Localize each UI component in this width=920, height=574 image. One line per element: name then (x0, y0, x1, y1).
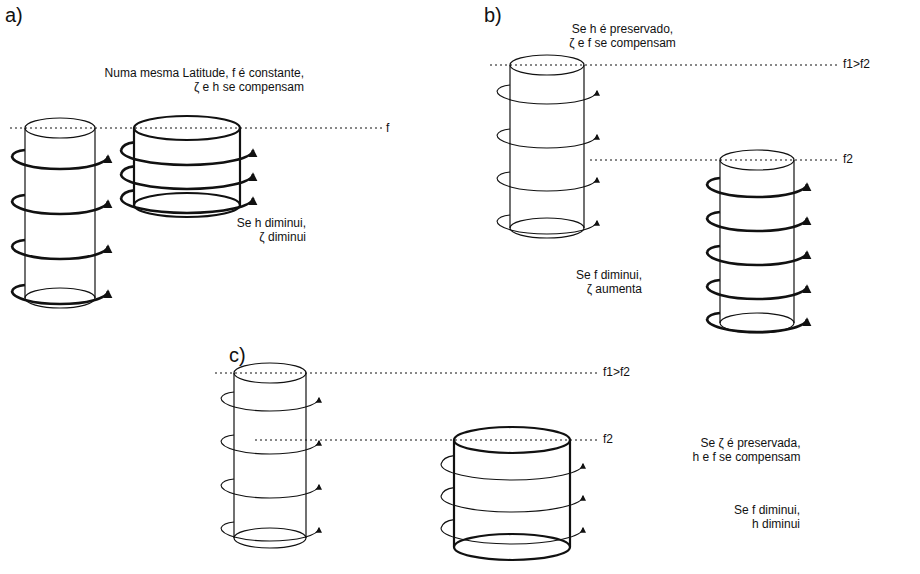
vorticity-arrow-back (707, 313, 720, 319)
vorticity-arrow (497, 135, 597, 148)
vorticity-arrow-back (497, 172, 510, 178)
cylinder-bottom (454, 534, 570, 560)
vorticity-arrow (441, 528, 583, 544)
cylinder-side (719, 160, 720, 323)
vorticity-arrow-back (221, 435, 234, 441)
vorticity-arrow-back (497, 85, 510, 91)
cylinder-side (583, 65, 584, 228)
cylinder-side (305, 373, 306, 538)
vorticity-arrow-back (12, 150, 25, 156)
annotation-text: Se h diminui, ζ diminui (232, 216, 306, 244)
cylinder-top (234, 363, 306, 383)
vorticity-arrow-back (707, 280, 720, 286)
vorticity-arrow (497, 221, 597, 234)
vorticity-arrow-back (707, 246, 720, 252)
cylinder-top (25, 118, 95, 138)
annotation-text: f1>f2 (603, 365, 630, 379)
vorticity-arrow (12, 291, 108, 304)
vorticity-arrow-back (12, 195, 25, 201)
vorticity-arrow (441, 464, 583, 480)
cylinder-bottom (510, 218, 584, 238)
vorticity-arrow-back (121, 166, 134, 174)
vorticity-arrow (441, 496, 583, 512)
cylinder-top (720, 150, 794, 170)
vorticity-arrow-back (497, 129, 510, 135)
cylinder-top (134, 116, 240, 140)
annotation-text: Numa mesma Latitude, f é constante, ζ e … (100, 66, 304, 94)
annotation-text: Se f diminui, h diminui (730, 503, 800, 531)
latitude-line (590, 160, 838, 161)
vorticity-arrow-back (707, 212, 720, 218)
vorticity-arrow (12, 201, 108, 214)
panel-letter: b) (484, 4, 502, 26)
cylinder-bottom (234, 528, 306, 548)
vorticity-arrow-back (441, 488, 454, 496)
cylinder-side (239, 128, 241, 205)
vorticity-arrow (707, 218, 807, 231)
cylinder-side (24, 128, 25, 298)
panel-letter: c) (229, 344, 246, 366)
vorticity-arrow (12, 246, 108, 259)
cylinder-side (94, 128, 95, 298)
annotation-text: f (386, 121, 389, 135)
latitude-line (10, 128, 382, 129)
vorticity-arrow (221, 441, 319, 454)
vorticity-arrow (707, 286, 807, 299)
vorticity-arrow (497, 178, 597, 191)
vorticity-arrow (121, 174, 253, 189)
vorticity-arrow-back (441, 456, 454, 464)
annotation-text: f1>f2 (843, 57, 870, 71)
latitude-line (490, 65, 838, 66)
vorticity-arrow (221, 398, 319, 411)
annotation-text: Se f diminui, ζ aumenta (572, 268, 642, 296)
vorticity-arrow (121, 150, 253, 165)
vorticity-arrow-back (441, 520, 454, 528)
vorticity-arrow (707, 252, 807, 265)
cylinder-side (793, 160, 794, 323)
annotation-text: Se ζ é preservada, h e f se compensam (691, 436, 801, 464)
cylinder-side (233, 373, 234, 538)
panel-letter: a) (5, 4, 23, 26)
latitude-line (215, 373, 598, 374)
vorticity-arrow (707, 319, 807, 332)
vorticity-arrow-back (121, 142, 134, 150)
vorticity-arrow-back (12, 285, 25, 291)
vorticity-arrow (12, 156, 108, 169)
vorticity-arrow-back (707, 178, 720, 184)
vorticity-arrow (121, 198, 253, 213)
cylinder-top (510, 55, 584, 75)
vorticity-arrow-back (497, 215, 510, 221)
cylinder-side (509, 65, 510, 228)
vorticity-arrow-back (221, 522, 234, 528)
cylinder-top (454, 427, 570, 453)
vorticity-arrow-back (121, 190, 134, 198)
cylinder-side (569, 440, 571, 547)
vorticity-arrow-back (221, 392, 234, 398)
vorticity-arrow-back (221, 479, 234, 485)
vorticity-arrow (707, 184, 807, 197)
vorticity-arrow (221, 485, 319, 498)
annotation-text: f2 (843, 152, 853, 166)
annotation-text: f2 (603, 432, 613, 446)
vorticity-arrow (497, 91, 597, 104)
vorticity-arrow (221, 528, 319, 541)
annotation-text: Se h é preservado, ζ e f se compensam (568, 22, 677, 50)
vorticity-arrow-back (12, 240, 25, 246)
